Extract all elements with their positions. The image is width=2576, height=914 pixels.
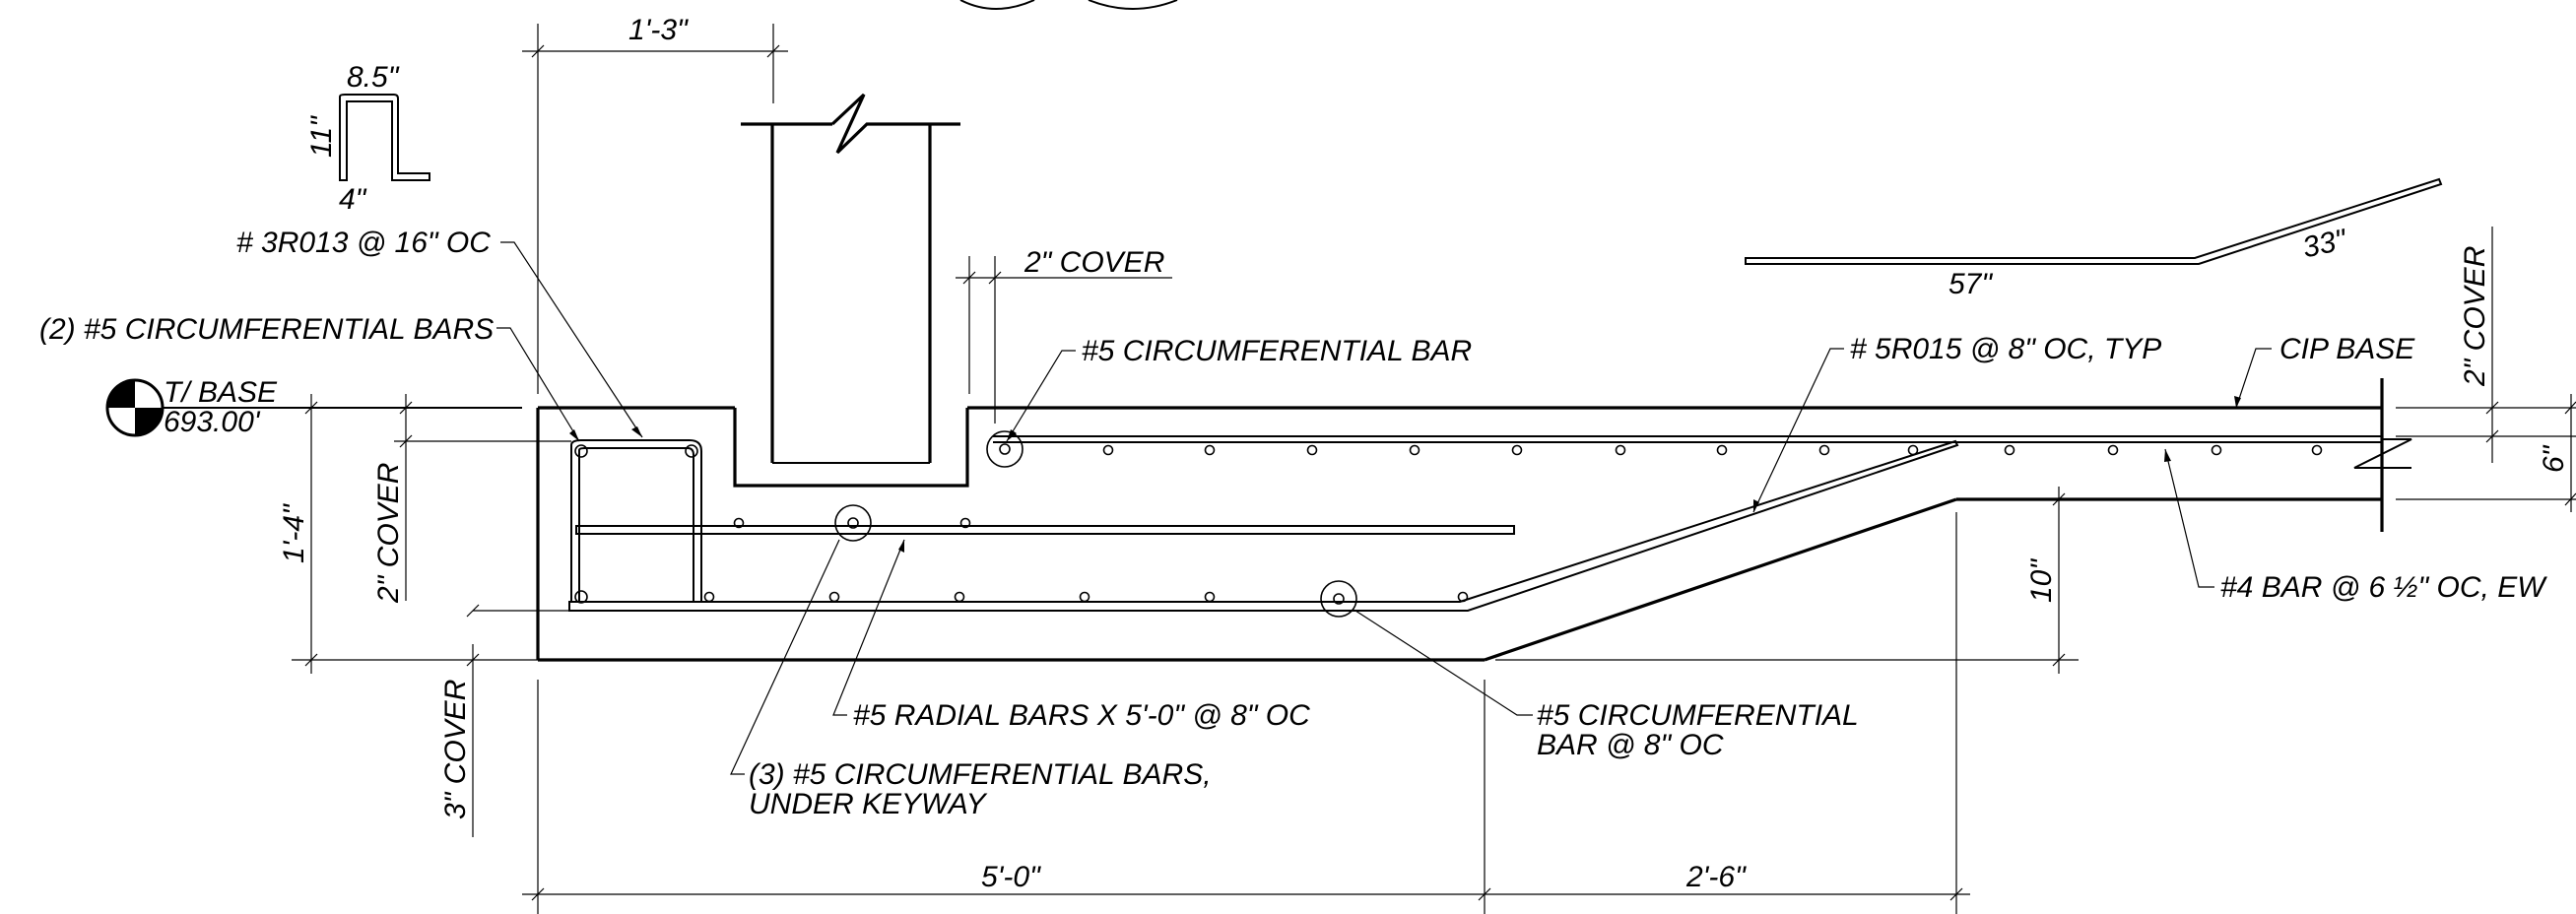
rebar-dots (574, 430, 2323, 618)
callout-radial: #5 RADIAL BARS X 5'-0" @ 8" OC (853, 699, 1310, 732)
stirrup-shape-detail (339, 94, 430, 181)
callout-4bar-leader (2164, 448, 2214, 588)
cip-base-label: CIP BASE (2279, 333, 2415, 365)
stirrup-leg-label: 4" (339, 183, 367, 216)
wall-column (741, 93, 960, 464)
cover-2-top-label: 2" COVER (1024, 246, 1164, 279)
right-dimensions (2396, 227, 2576, 512)
callout-circ-8-line2: BAR @ 8" OC (1537, 729, 1724, 761)
bent-33-label: 33" (2300, 224, 2350, 265)
callout-circ-8-line1: #5 CIRCUMFERENTIAL (1537, 699, 1859, 732)
dim-1-3-label: 1'-3" (628, 14, 689, 46)
dim-1-3-lines (522, 24, 788, 394)
cover-2-top-dim (956, 256, 1172, 424)
section-stirrups (570, 439, 702, 603)
top-rebar (993, 435, 2382, 443)
dim-10-lines (1495, 487, 2079, 674)
tbase-marker (105, 378, 522, 437)
bottom-dimensions (522, 512, 1970, 914)
callout-4bar: #4 BAR @ 6 ½" OC, EW (2220, 571, 2547, 604)
radial-bar (575, 525, 1515, 535)
callout-5r015-leader (1752, 348, 1844, 513)
dim-2-6-label: 2'-6" (1685, 861, 1747, 893)
dim-6-label: 6" (2538, 444, 2570, 473)
cip-base-leader (2234, 348, 2272, 409)
stirrup-height-label: 11" (305, 115, 338, 158)
left-dimensions (292, 394, 571, 837)
callout-radial-leader (832, 539, 905, 716)
callout-under-line2: UNDER KEYWAY (749, 788, 988, 820)
callout-circ-8-leader (1354, 610, 1533, 716)
callout-circ-bar-leader (1006, 350, 1076, 442)
bent-bar-shape (1745, 177, 2443, 265)
tbase-label: T/ BASE (164, 376, 278, 409)
callout-under-line1: (3) #5 CIRCUMFERENTIAL BARS, (749, 758, 1212, 791)
concrete-base-outline (536, 378, 2412, 662)
callout-under-leader (730, 539, 840, 775)
callout-2-circ: (2) #5 CIRCUMFERENTIAL BARS (39, 313, 494, 346)
callout-3r013: # 3R013 @ 16" OC (236, 227, 491, 259)
cover-3-label: 3" COVER (439, 680, 472, 819)
cover-2-left-label: 2" COVER (372, 463, 405, 604)
dim-5-0-label: 5'-0" (981, 861, 1041, 893)
cover-2-right-label: 2" COVER (2459, 246, 2491, 387)
dim-10-label: 10" (2025, 558, 2058, 603)
stirrup-width-label: 8.5" (347, 61, 400, 94)
cropped-detail-circles (959, 0, 1178, 10)
callout-3r013-leader (500, 241, 643, 438)
dim-1-4-label: 1'-4" (278, 503, 310, 563)
bent-57-label: 57" (1949, 268, 1993, 300)
callout-2-circ-leader (496, 327, 580, 442)
callout-5r015: # 5R015 @ 8" OC, TYP (1850, 333, 2161, 365)
tbase-elevation: 693.00' (164, 406, 261, 438)
callout-circ-bar: #5 CIRCUMFERENTIAL BAR (1082, 335, 1472, 367)
